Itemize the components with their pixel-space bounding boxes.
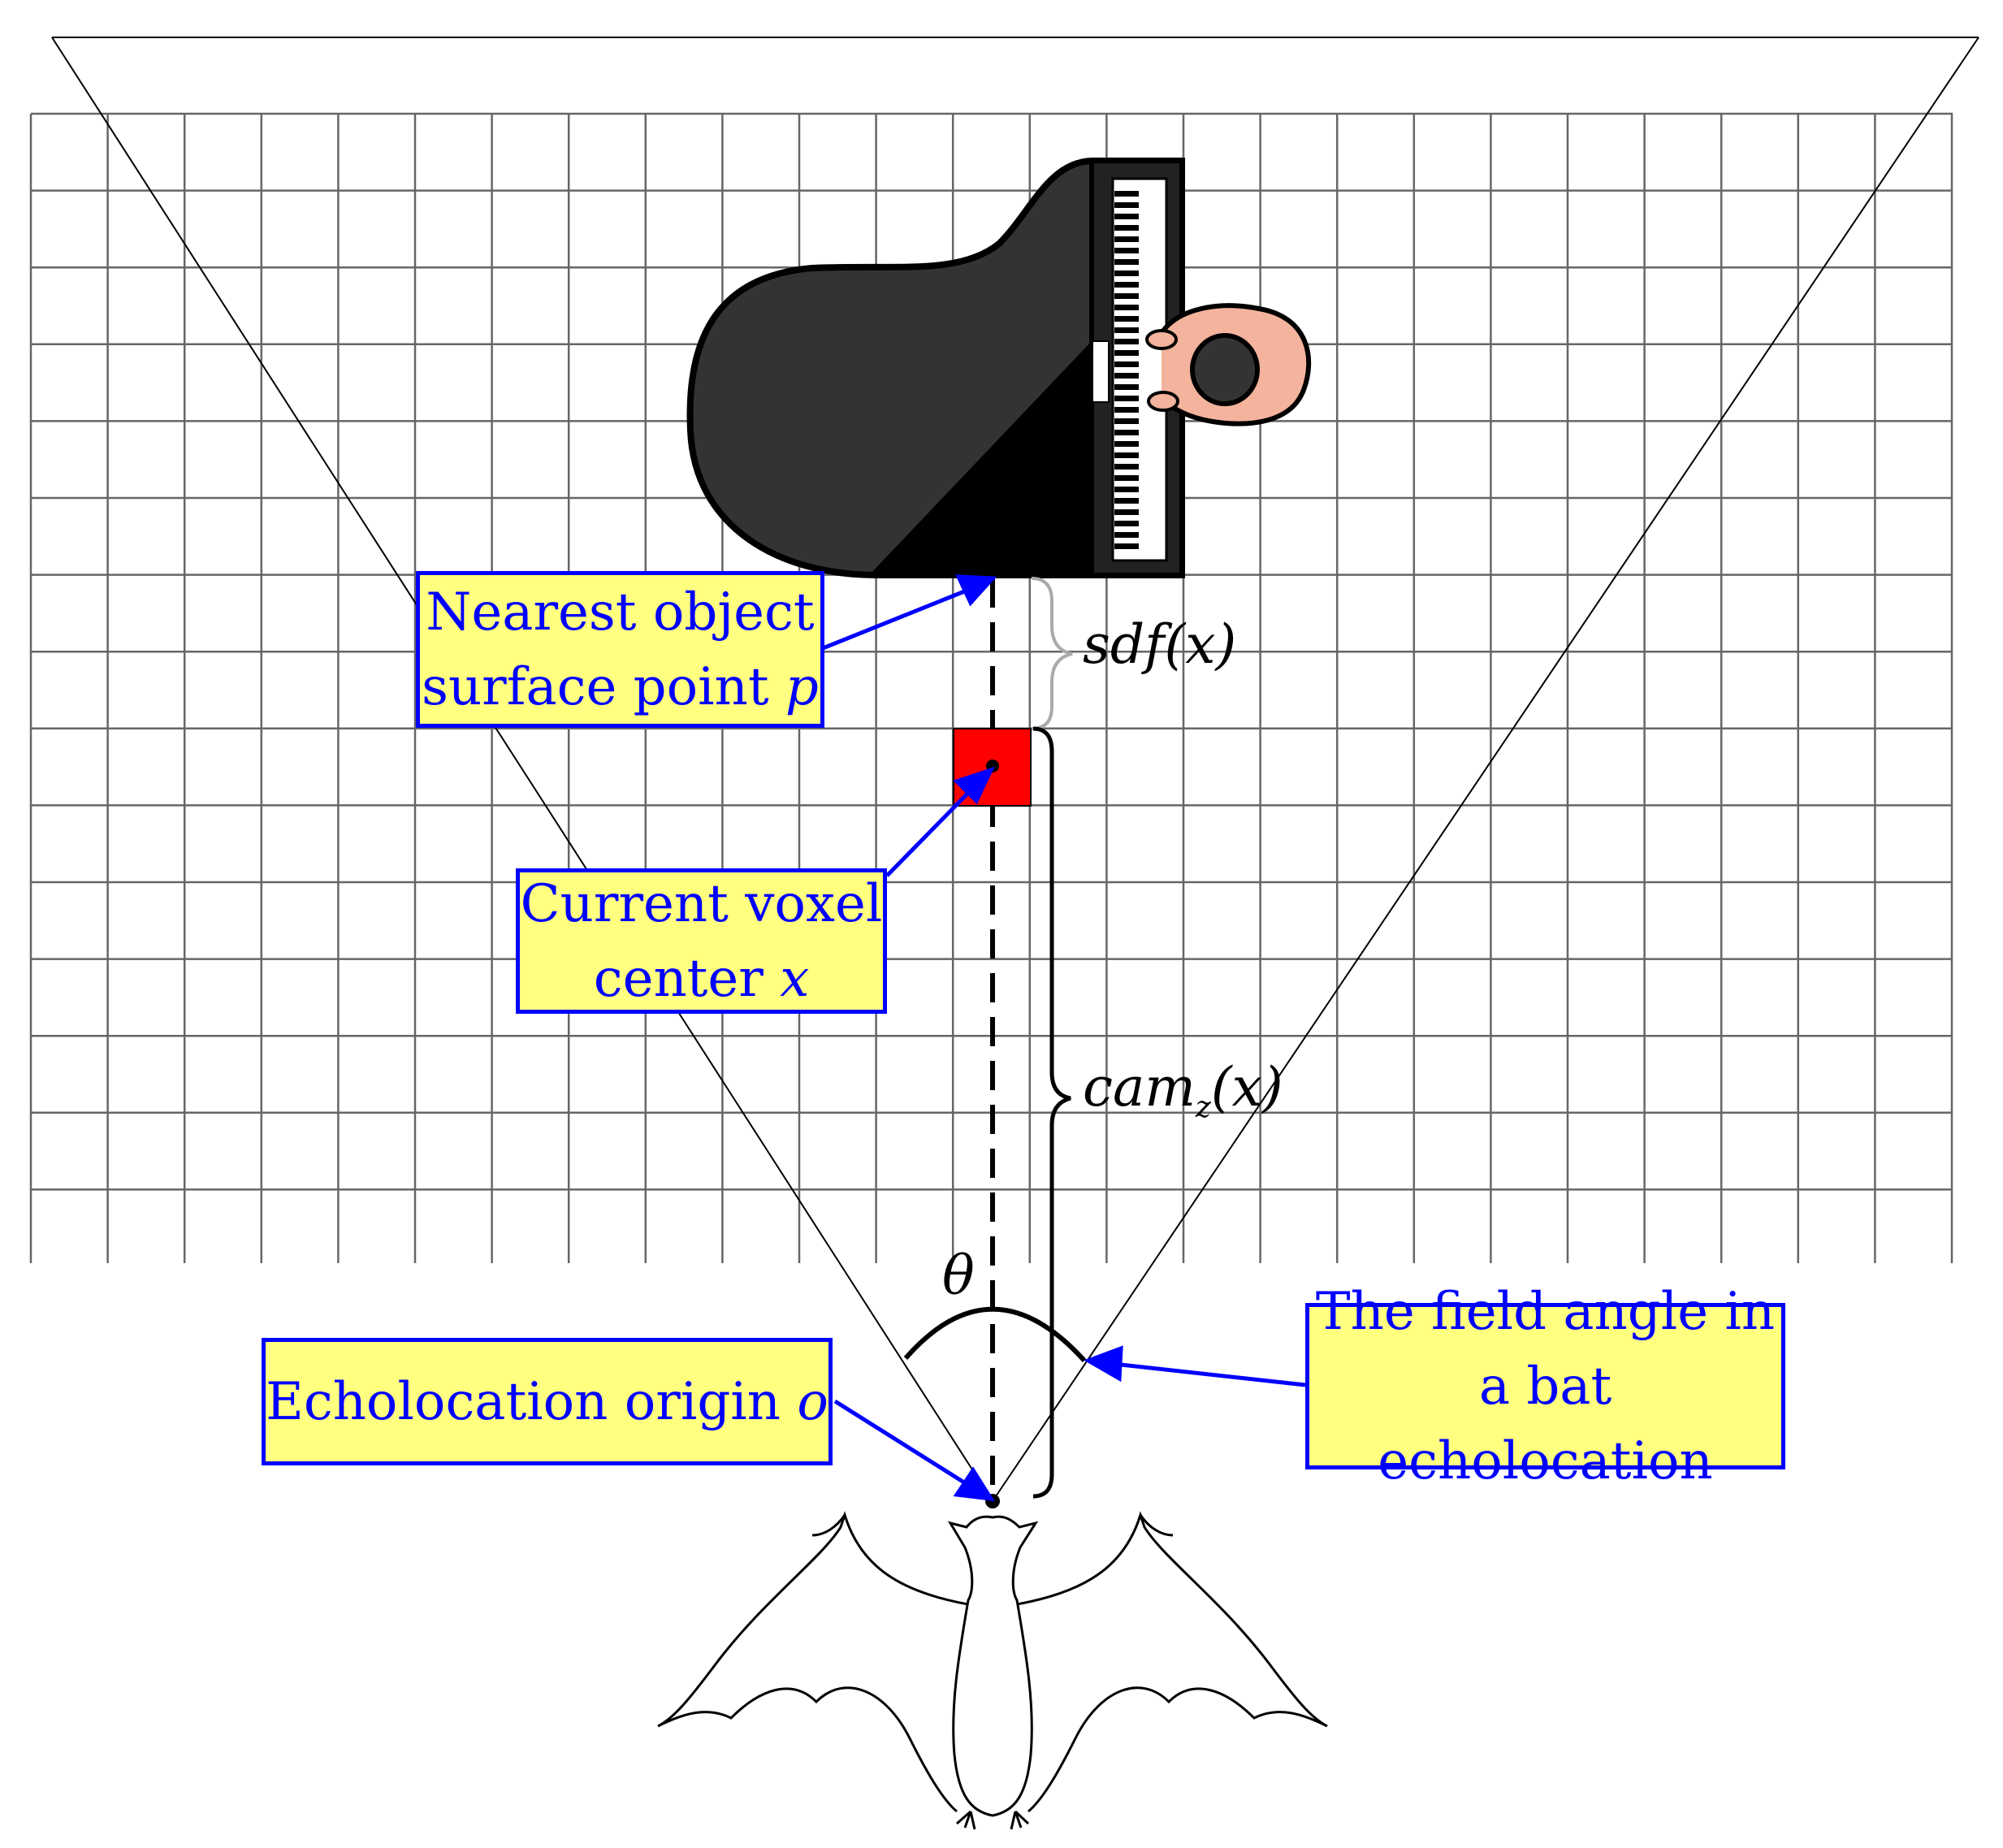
- cam-z-label: camz(x): [1083, 1056, 1283, 1124]
- sdf-text: sdf(x): [1083, 613, 1237, 676]
- nearest-label-line1: Nearest object: [426, 582, 815, 643]
- voxel-label-line2: center: [593, 948, 781, 1009]
- sheet-music-icon: [1092, 340, 1110, 403]
- arrowhead-voxel-center: [953, 766, 995, 805]
- arrow-to-surface-point: [822, 586, 971, 651]
- black-key: [1114, 464, 1139, 470]
- cam-text: cam: [1083, 1056, 1196, 1119]
- voxel-label-symbol: x: [780, 948, 810, 1009]
- arrowhead-surface-point: [954, 574, 997, 607]
- nearest-label-line2: surface point: [422, 656, 785, 717]
- black-key: [1114, 361, 1139, 367]
- nearest-surface-point-label: Nearest object surface point p: [416, 571, 824, 728]
- field-of-view-right-edge: [992, 37, 1979, 1502]
- black-key: [1114, 498, 1139, 504]
- origin-label-text: Echolocation origin: [266, 1371, 798, 1432]
- black-key: [1114, 509, 1139, 515]
- cam-argument: (x): [1210, 1056, 1283, 1119]
- black-key: [1114, 191, 1139, 197]
- black-key: [1114, 214, 1139, 219]
- black-key: [1114, 452, 1139, 458]
- black-key: [1114, 270, 1139, 276]
- grand-piano-icon: [686, 158, 1185, 578]
- black-key: [1114, 487, 1139, 492]
- arrow-to-field-angle: [1120, 1362, 1306, 1387]
- black-key: [1114, 396, 1139, 401]
- field-angle-label: The field angle in a bat echolocation: [1305, 1282, 1785, 1491]
- origin-label-symbol: o: [797, 1371, 828, 1432]
- black-key: [1114, 532, 1139, 538]
- nearest-label-symbol: p: [785, 656, 819, 717]
- field-angle-arc: [903, 1306, 1087, 1363]
- black-key: [1114, 350, 1139, 356]
- black-key: [1114, 475, 1139, 481]
- theta-label: θ: [942, 1244, 975, 1307]
- black-key: [1114, 407, 1139, 413]
- black-key: [1114, 293, 1139, 299]
- arrow-to-origin: [833, 1399, 972, 1489]
- black-key: [1114, 305, 1139, 310]
- pianist-icon: [1145, 303, 1312, 426]
- black-key: [1114, 202, 1139, 208]
- black-key: [1114, 282, 1139, 288]
- bat-icon: [657, 1511, 1328, 1830]
- field-label-line1: The field angle in: [1315, 1281, 1776, 1342]
- cam-subscript: z: [1195, 1091, 1211, 1125]
- black-key: [1114, 327, 1139, 333]
- arrowhead-origin: [953, 1466, 995, 1502]
- black-key: [1114, 441, 1139, 447]
- field-label-line2: a bat echolocation: [1378, 1356, 1713, 1491]
- black-key: [1114, 384, 1139, 390]
- current-voxel-label: Current voxel center x: [516, 868, 887, 1014]
- theta-text: θ: [942, 1244, 975, 1307]
- black-key: [1114, 373, 1139, 379]
- sdf-brace: [1031, 577, 1073, 730]
- blue-arrows: [822, 574, 1306, 1502]
- arrowhead-field-angle: [1084, 1345, 1123, 1383]
- echolocation-origin-label: Echolocation origin o: [262, 1338, 833, 1465]
- cam-z-brace: [1032, 726, 1071, 1499]
- voxel-label-line1: Current voxel: [520, 873, 883, 934]
- black-key: [1114, 316, 1139, 322]
- black-key: [1114, 521, 1139, 526]
- field-of-view-left-edge: [51, 37, 993, 1502]
- arrow-to-voxel-center: [885, 786, 975, 877]
- black-key: [1114, 418, 1139, 424]
- black-key: [1114, 430, 1139, 435]
- black-key: [1114, 248, 1139, 253]
- black-key: [1114, 225, 1139, 231]
- black-key: [1114, 543, 1139, 549]
- black-key: [1114, 259, 1139, 265]
- black-key: [1114, 339, 1139, 344]
- sdf-label: sdf(x): [1083, 613, 1236, 676]
- black-key: [1114, 236, 1139, 242]
- piano-keys: [1114, 191, 1139, 549]
